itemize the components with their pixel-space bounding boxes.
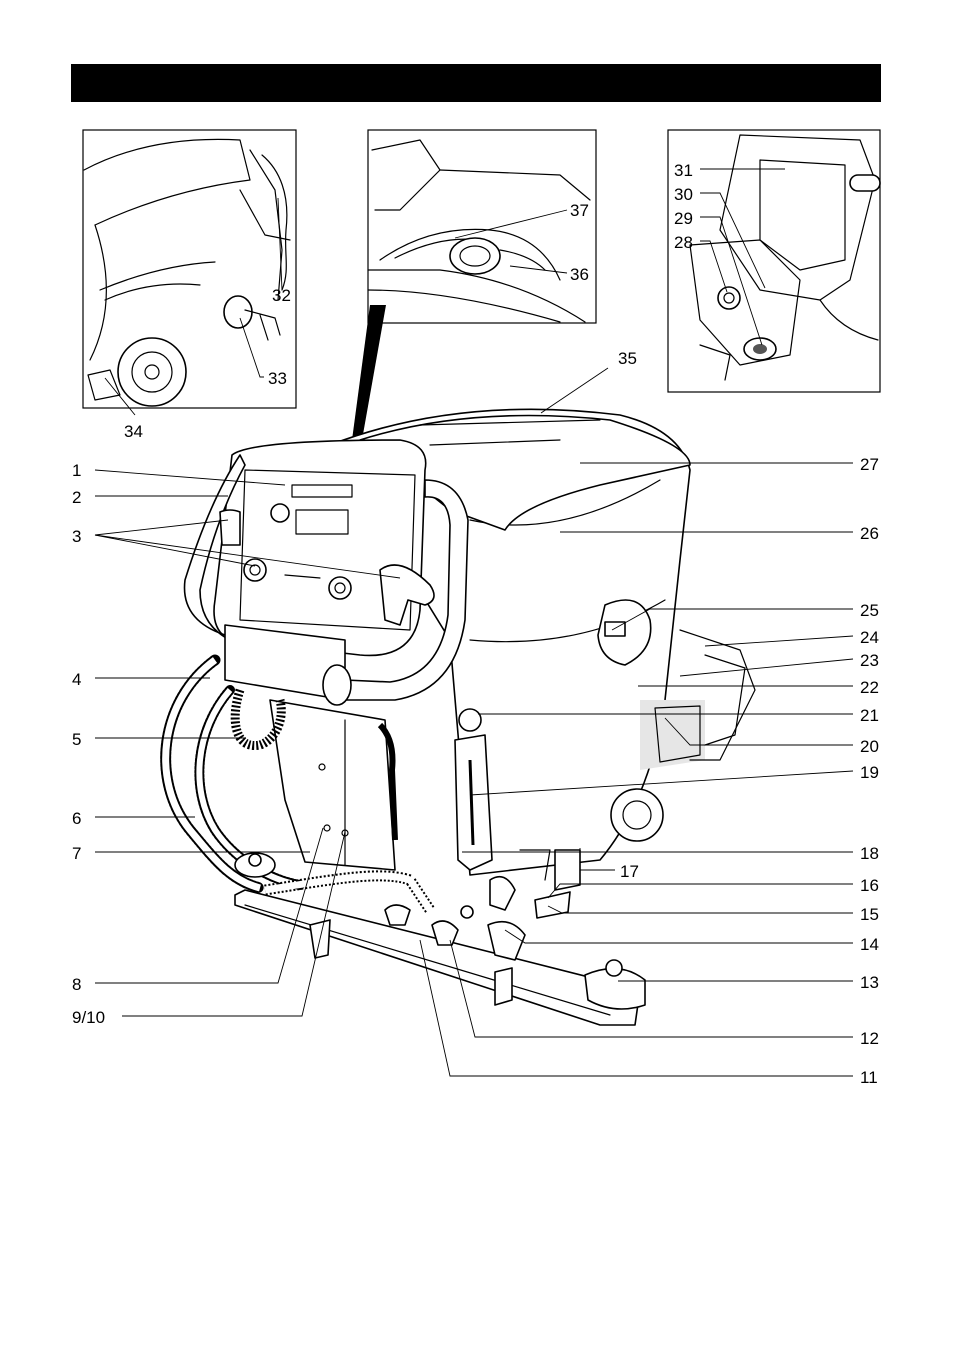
callout-26: 26 bbox=[860, 524, 879, 543]
callout-34: 34 bbox=[124, 422, 143, 441]
callout-18: 18 bbox=[860, 844, 879, 863]
callout-24: 24 bbox=[860, 628, 879, 647]
callout-12: 12 bbox=[860, 1029, 879, 1048]
callout-27: 27 bbox=[860, 455, 879, 474]
callout-30: 30 bbox=[674, 185, 693, 204]
callout-22: 22 bbox=[860, 678, 879, 697]
callout-15: 15 bbox=[860, 905, 879, 924]
callout-6: 6 bbox=[72, 809, 81, 828]
callout-36: 36 bbox=[570, 265, 589, 284]
callout-33: 33 bbox=[268, 369, 287, 388]
callout-5: 5 bbox=[72, 730, 81, 749]
callout-37: 37 bbox=[570, 201, 589, 220]
callout-17: 17 bbox=[620, 862, 639, 881]
callout-25: 25 bbox=[860, 601, 879, 620]
callout-1: 1 bbox=[72, 461, 81, 480]
callout-23: 23 bbox=[860, 651, 879, 670]
callout-21: 21 bbox=[860, 706, 879, 725]
callout-8: 8 bbox=[72, 975, 81, 994]
callout-2: 2 bbox=[72, 488, 81, 507]
callout-29: 29 bbox=[674, 209, 693, 228]
callout-28: 28 bbox=[674, 233, 693, 252]
callout-3: 3 bbox=[72, 527, 81, 546]
main-machine bbox=[166, 409, 755, 1025]
callout-31: 31 bbox=[674, 161, 693, 180]
inset-hose-detail bbox=[83, 130, 296, 408]
callout-7: 7 bbox=[72, 844, 81, 863]
callout-13: 13 bbox=[860, 973, 879, 992]
callout-4: 4 bbox=[72, 670, 81, 689]
callout-11: 11 bbox=[860, 1068, 878, 1087]
callout-20: 20 bbox=[860, 737, 879, 756]
callout-14: 14 bbox=[860, 935, 879, 954]
inset-filter-detail bbox=[368, 130, 596, 323]
callout-35: 35 bbox=[618, 349, 637, 368]
callout-19: 19 bbox=[860, 763, 879, 782]
inset-pointer bbox=[352, 305, 386, 440]
callout-16: 16 bbox=[860, 876, 879, 895]
callout-9-10: 9/10 bbox=[72, 1008, 105, 1027]
callout-32: 32 bbox=[272, 286, 291, 305]
